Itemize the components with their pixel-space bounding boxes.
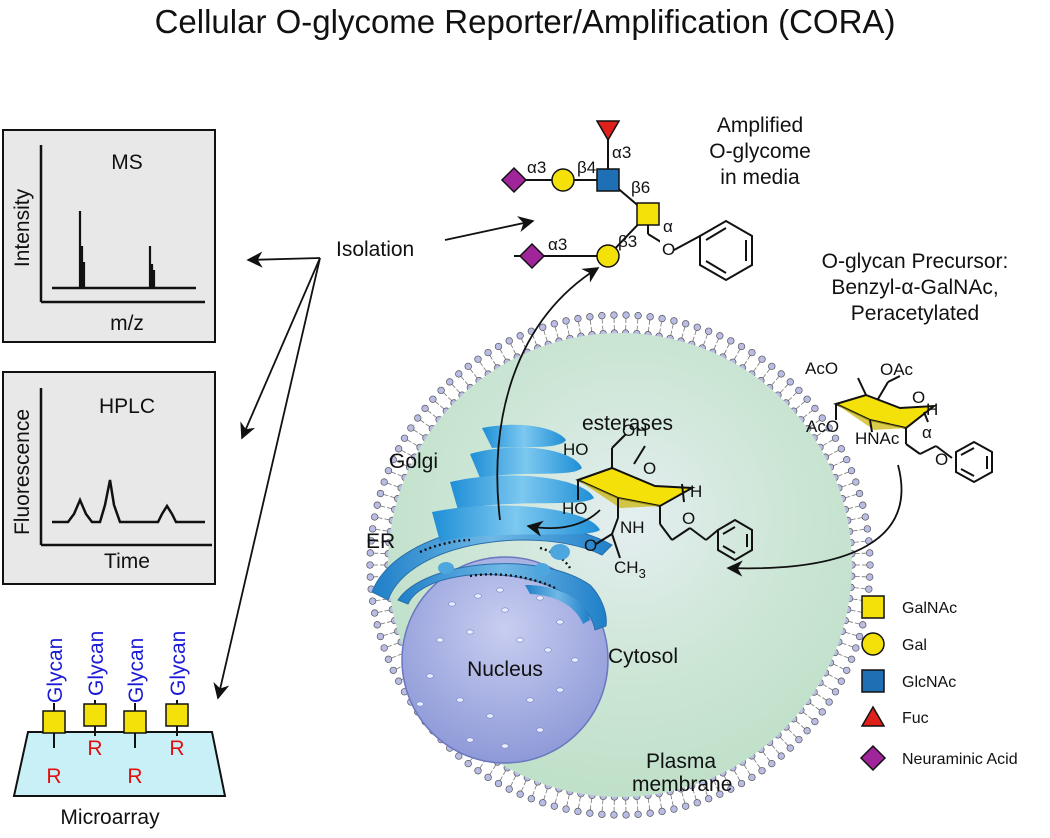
precursor-line-2: Benzyl-α-GalNAc, (831, 276, 998, 299)
neuraminic-acid-bottom (518, 242, 546, 270)
legend: GalNAc Gal GlcNAc Fuc Neuraminic Acid (859, 595, 1018, 772)
er-label: ER (366, 530, 395, 553)
inner-o-carbonyl: O (584, 536, 597, 555)
link-alpha: α (663, 217, 673, 236)
precursor-hnac: HNAc (855, 429, 900, 448)
inner-ring-o: O (643, 459, 656, 478)
ms-xlabel: m/z (110, 312, 144, 335)
glycan-label-2: Glycan (85, 631, 108, 696)
hplc-xlabel: Time (104, 550, 150, 573)
precursor-line-3: Peracetylated (851, 302, 979, 325)
gal-top (551, 168, 575, 192)
ms-peaks (78, 211, 156, 288)
isolation-arrows (213, 251, 321, 700)
inner-ch3: CH3 (614, 558, 646, 581)
glcnac (596, 168, 620, 192)
esterases-label: esterases (582, 412, 673, 435)
fuc (595, 120, 621, 142)
legend-fuc-icon (860, 705, 886, 727)
inner-ho-left: HO (562, 499, 588, 518)
r-label-4: R (169, 737, 184, 760)
legend-gal-label: Gal (902, 637, 927, 654)
ms-ylabel: Intensity (11, 188, 34, 267)
legend-neuraminic-acid-icon (859, 744, 887, 772)
precursor-line-1: O-glycan Precursor: (822, 250, 1009, 273)
precursor-ring-o: O (912, 388, 925, 407)
inner-oh: OH (622, 421, 648, 440)
r-label-2: R (87, 737, 102, 760)
r-label-1: R (46, 765, 61, 788)
glycan-label-3: Glycan (125, 638, 148, 703)
legend-fuc-label: Fuc (902, 710, 929, 727)
link-b6: β6 (631, 178, 650, 197)
hplc-panel: HPLC Time Fluorescence (2, 371, 216, 585)
link-a3-fuc: α3 (612, 143, 631, 162)
isolation-arrow-in (444, 216, 535, 241)
legend-glcnac-label: GlcNAc (902, 674, 956, 691)
nucleus-label: Nucleus (467, 658, 543, 681)
precursor-h: H (926, 400, 938, 419)
gal-bottom (596, 244, 620, 268)
glycan-label-4: Glycan (167, 631, 190, 696)
precursor-alpha: α (922, 423, 932, 442)
amplified-line-3: in media (720, 166, 800, 189)
inner-nh: NH (620, 518, 645, 537)
link-a3-top: α3 (527, 158, 546, 177)
nucleus (401, 556, 609, 764)
hplc-title: HPLC (99, 395, 155, 418)
inner-o: O (682, 509, 695, 528)
link-o: O (662, 240, 675, 259)
inner-galnac-benzyl: HO OH HO O H NH O O CH3 (562, 421, 753, 581)
legend-gal-icon (861, 632, 885, 656)
nuclear-pores (416, 587, 579, 749)
inner-ho-top: HO (563, 440, 589, 459)
amplified-line-2: O-glycome (709, 140, 811, 163)
legend-galnac-label: GalNAc (902, 600, 957, 617)
galnac (636, 202, 660, 226)
membrane-label: membrane (632, 773, 732, 796)
precursor-aco-top: AcO (805, 359, 838, 378)
link-b4: β4 (577, 158, 596, 177)
precursor-molecule: AcO OAc AcO O H HNAc α O (805, 359, 993, 484)
hplc-ylabel: Fluorescence (11, 409, 34, 535)
legend-galnac-icon (861, 595, 885, 619)
er (371, 524, 613, 631)
page-title: Cellular O-glycome Reporter/Amplificatio… (155, 3, 896, 40)
isolation-label: Isolation (336, 238, 414, 261)
link-b3: β3 (618, 232, 637, 251)
r-label-3: R (127, 765, 142, 788)
microarray-label: Microarray (60, 806, 160, 829)
plasma-label: Plasma (646, 750, 716, 773)
amplified-glycan: α3 β4 α3 β6 α3 β3 α O (500, 120, 753, 282)
process-arrows (496, 267, 903, 577)
ms-panel: MS m/z Intensity (2, 129, 216, 343)
hplc-trace (52, 479, 205, 524)
microarray: Glycan R Glycan R Glycan R Glycan R Micr… (12, 631, 227, 829)
precursor-oac: OAc (880, 360, 914, 379)
ms-title: MS (111, 151, 143, 174)
neuraminic-acid-top (500, 166, 528, 194)
link-a3-bottom: α3 (548, 235, 567, 254)
precursor-o: O (935, 450, 948, 469)
precursor-aco-left: AcO (806, 417, 839, 436)
glycan-label-1: Glycan (44, 638, 67, 703)
cytosol-label: Cytosol (608, 645, 678, 668)
amplified-line-1: Amplified (717, 114, 803, 137)
legend-glcnac-icon (861, 669, 885, 693)
golgi-label: Golgi (389, 450, 438, 473)
cell: Golgi ER esterases Nucleus Cytosol Plasm… (365, 310, 875, 820)
inner-h: H (690, 482, 702, 501)
legend-neuraminic-acid-label: Neuraminic Acid (902, 751, 1018, 768)
